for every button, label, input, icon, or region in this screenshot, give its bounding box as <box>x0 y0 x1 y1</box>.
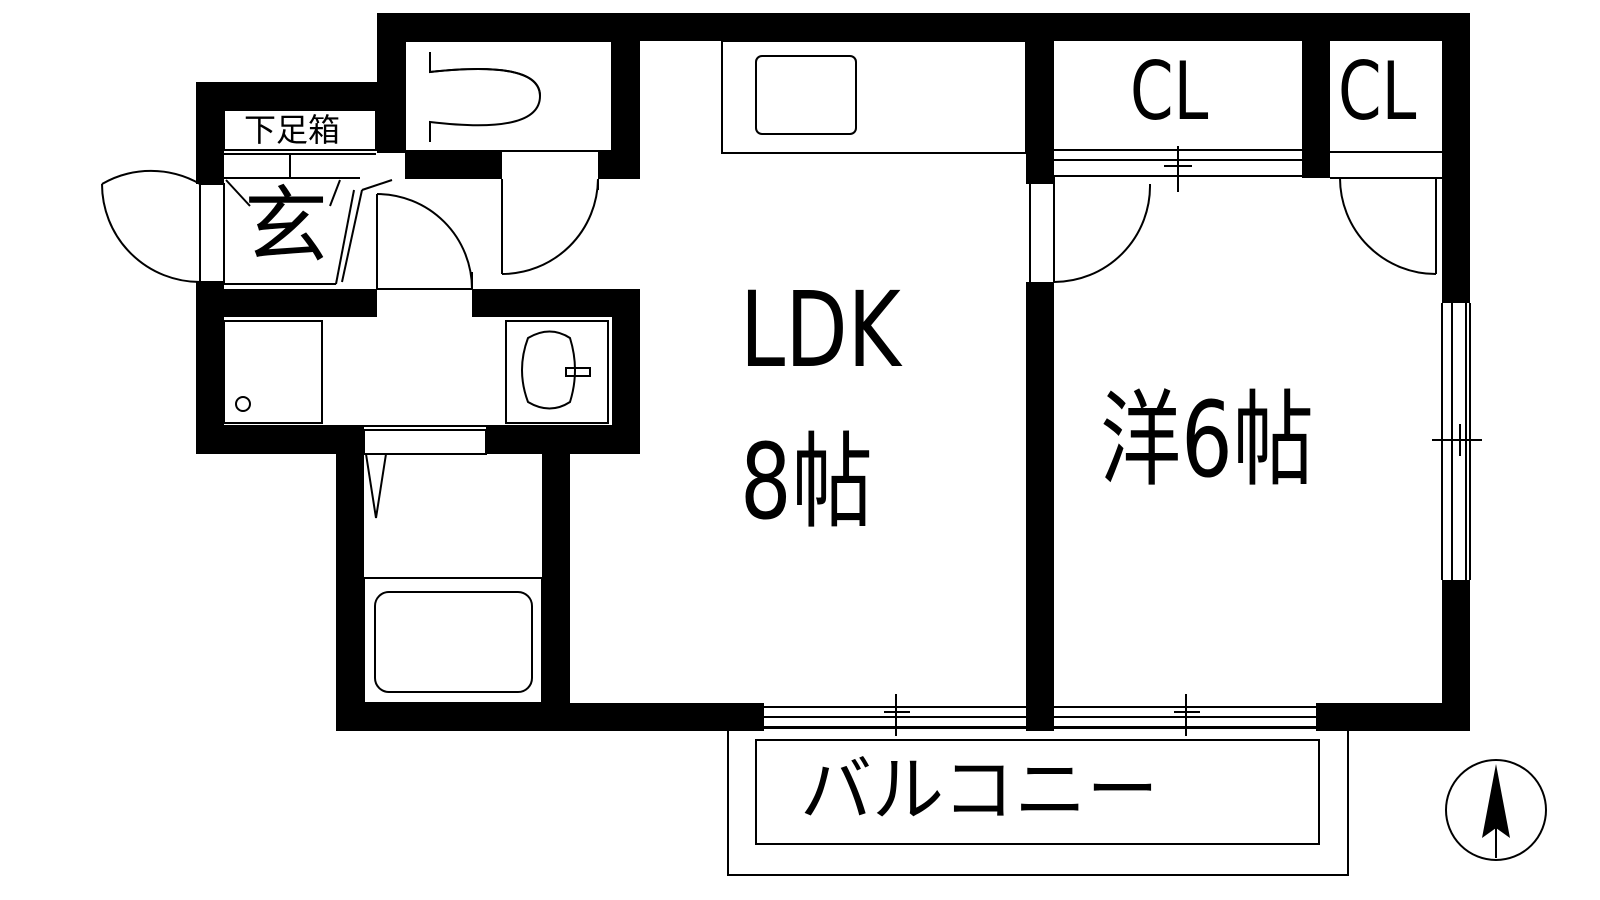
closet-2-door <box>1330 151 1442 275</box>
washbasin-icon <box>505 320 609 424</box>
washing-machine-icon <box>223 320 323 424</box>
entrance-door <box>101 169 225 283</box>
north-arrow-icon <box>1445 759 1547 861</box>
ldk-name-label: LDK <box>740 269 901 391</box>
entrance-label: 玄 <box>244 177 329 275</box>
closet-1-doors <box>1053 146 1302 192</box>
walls <box>196 13 1470 731</box>
western-room-label: 洋6帖 <box>1100 379 1314 501</box>
shoe-cabinet-label: 下足箱 <box>244 111 341 149</box>
toilet-icon <box>404 40 613 152</box>
washroom-door <box>376 193 473 290</box>
ldk-size-label: 8帖 <box>740 421 873 543</box>
bedroom-door <box>1029 183 1152 283</box>
toilet-door <box>501 178 599 275</box>
closet-2-label: CL <box>1338 45 1417 138</box>
balcony-window-ldk <box>764 694 1026 736</box>
east-window <box>1432 303 1482 580</box>
kitchen-sink-icon <box>721 40 1027 154</box>
balcony-label: バルコニー <box>800 748 1159 832</box>
bath-door <box>363 429 487 519</box>
bathtub-icon <box>363 577 543 704</box>
closet-1-label: CL <box>1130 45 1209 138</box>
shoe-cabinet <box>223 109 393 285</box>
balcony-window-bedroom <box>1054 694 1316 736</box>
